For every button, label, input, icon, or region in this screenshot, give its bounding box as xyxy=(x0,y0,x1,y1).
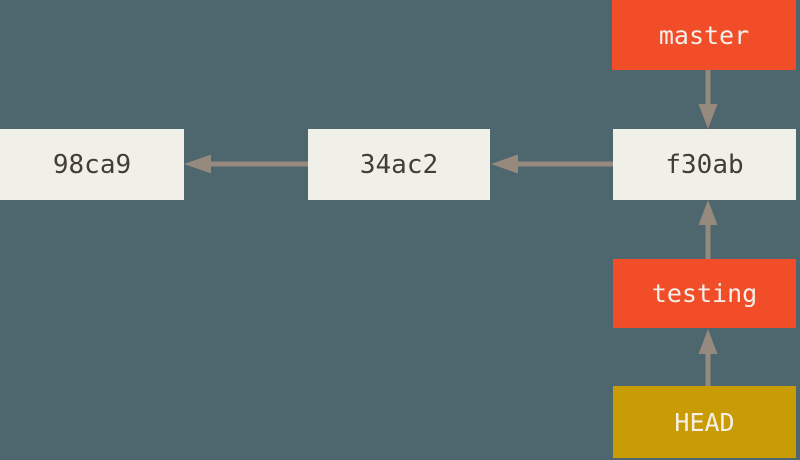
commit-98ca9-text: 98ca9 xyxy=(52,149,132,180)
branch-label-testing: testing xyxy=(613,259,796,328)
head-label-text: HEAD xyxy=(674,407,735,437)
head-pointer-label: HEAD xyxy=(613,386,796,458)
branch-testing-text: testing xyxy=(651,279,758,308)
commit-box-34ac2: 34ac2 xyxy=(308,129,490,200)
arrow-f30ab-to-34ac2 xyxy=(491,154,613,174)
commit-34ac2-text: 34ac2 xyxy=(359,149,439,180)
arrow-34ac2-to-98ca9 xyxy=(184,154,308,174)
arrow-head-to-testing xyxy=(698,329,718,386)
branch-label-master: master xyxy=(612,0,796,70)
commit-box-f30ab: f30ab xyxy=(613,129,796,200)
branch-master-text: master xyxy=(658,20,750,50)
commit-box-98ca9: 98ca9 xyxy=(0,129,184,200)
arrow-master-to-f30ab xyxy=(698,70,718,129)
arrow-testing-to-f30ab xyxy=(698,200,718,259)
commit-f30ab-text: f30ab xyxy=(665,149,744,180)
